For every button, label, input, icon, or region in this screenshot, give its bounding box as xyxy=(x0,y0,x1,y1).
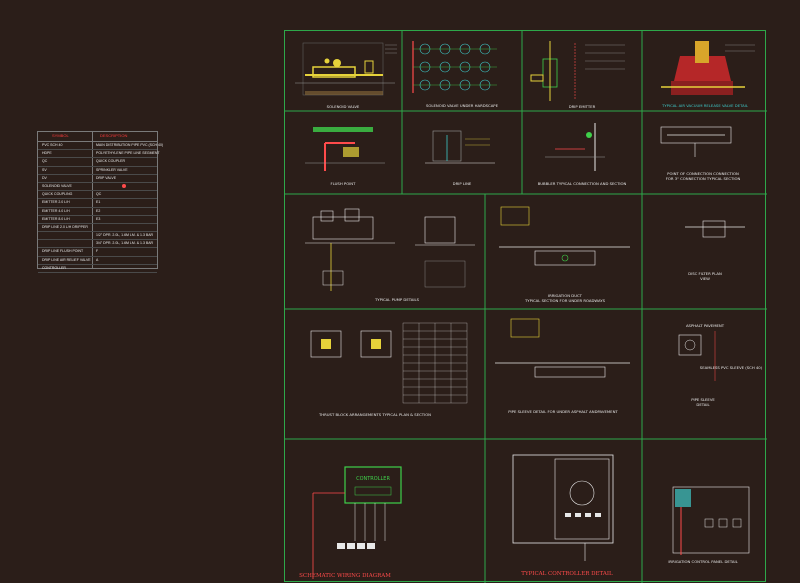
legend-symbol: QUICK COUPLING xyxy=(42,192,73,197)
bubbler-drawing xyxy=(545,123,605,171)
caption-pipe-sleeve-sub: DETAIL xyxy=(696,402,710,407)
legend-row: CONTROLLER xyxy=(38,265,157,273)
caption-solenoid-valve: SOLENOID VALVE xyxy=(326,104,360,109)
sleeve-label: SEAMLESS PVC SLEEVE (SCH 40) xyxy=(699,365,763,370)
drip-line-drawing xyxy=(425,130,495,164)
caption-thrust-block: THRUST BLOCK ARRANGEMENTS TYPICAL PLAN &… xyxy=(318,412,432,417)
solenoid-valve-icon xyxy=(122,183,126,188)
caption-poc-sub: FOR 3" CONNECTION TYPICAL SECTION xyxy=(665,176,741,181)
asphalt-label: ASPHALT PAVEMENT xyxy=(685,323,725,328)
caption-flush-point: FLUSH POINT xyxy=(330,181,356,186)
legend-description: F xyxy=(96,249,99,254)
legend-symbol: PVC SCH 40 xyxy=(42,143,63,147)
legend-row: EMITTER 2.0 L/H E1 xyxy=(38,199,157,208)
legend-description: E3 xyxy=(96,216,101,221)
legend-symbol: DRIP LINE AIR RELIEF VALVE xyxy=(42,257,91,262)
legend-row: QC QUICK COUPLER xyxy=(38,158,157,167)
air-release-valve-drawing xyxy=(661,41,755,95)
legend-divider xyxy=(92,132,93,268)
caption-pump: TYPICAL PUMP DETAILS xyxy=(374,297,420,302)
point-of-connection-drawing xyxy=(660,126,732,157)
caption-disc-filter-sub: VIEW xyxy=(700,276,710,281)
caption-disc-filter: DISC FILTER PLAN xyxy=(688,271,722,276)
caption-pipe-sleeve: PIPE SLEEVE xyxy=(691,397,715,402)
legend-description: 1/2" DPR. 2.0L, 1.6M LM. & 1.3 BAR xyxy=(96,233,154,238)
legend-description: POLYETHYLENE PIPE LINE SEGMENT xyxy=(96,151,160,156)
legend-row: 3/4" DPR. 2.0L, 1.6M LM. & 1.3 BAR xyxy=(38,240,157,249)
flush-point-drawing xyxy=(305,127,385,171)
irrigation-duct-drawing xyxy=(499,206,630,266)
legend-symbol: DRIP LINE FLUSH POINT xyxy=(42,249,84,254)
legend-description: E2 xyxy=(96,208,101,213)
legend-symbol: HDPE xyxy=(42,151,52,156)
legend-row: SV SPRINKLER VALVE xyxy=(38,167,157,175)
solenoid-valve-drawing xyxy=(295,42,397,96)
legend-symbol: SV xyxy=(42,167,47,172)
legend-description: SPRINKLER VALVE xyxy=(96,167,128,172)
thrust-block-drawing xyxy=(310,322,468,404)
detail-sheet: SOLENOID VALVE SOLENOID VALVE UNDER HARD… xyxy=(284,30,767,583)
sheet-grid xyxy=(285,31,767,583)
legend-description: 3/4" DPR. 2.0L, 1.6M LM. & 1.3 BAR xyxy=(96,241,154,246)
pump-details-drawing xyxy=(305,208,475,291)
legend-row: SOLENOID VALVE xyxy=(38,183,157,192)
legend-description: A xyxy=(96,257,99,262)
legend-row: QUICK COUPLING QC xyxy=(38,191,157,200)
caption-drip-line: DRIP LINE xyxy=(452,181,472,186)
caption-controller-detail: TYPICAL CONTROLLER DETAIL xyxy=(521,571,613,577)
drip-layout-drawing xyxy=(412,41,497,93)
legend-row: EMITTER 4.0 L/H E2 xyxy=(38,208,157,216)
controller-detail-drawing xyxy=(512,454,614,561)
caption-control-panel: IRRIGATION CONTROL PANEL DETAIL xyxy=(668,559,738,564)
legend-header-symbol: SYMBOL xyxy=(52,133,69,138)
legend-row: PVC SCH 40 MAIN DISTRIBUTION PIPE PVC (SC… xyxy=(38,142,163,151)
legend-row: DRIP LINE 2.0 L/H DRIPPER xyxy=(38,224,157,233)
legend-symbol: DRIP LINE 2.0 L/H DRIPPER xyxy=(42,224,88,229)
sheet-drawings xyxy=(285,31,767,583)
caption-air-release: TYPICAL AIR VACUUM RELEASE VALVE DETAIL xyxy=(662,103,748,108)
legend-symbol: EMITTER 2.0 L/H xyxy=(42,200,70,205)
legend-header: SYMBOL DESCRIPTION xyxy=(38,132,157,142)
legend-description: MAIN DISTRIBUTION PIPE PVC (SCH 40) xyxy=(96,143,164,147)
legend-symbol: EMITTER 4.0 L/H xyxy=(42,208,70,213)
legend-header-description: DESCRIPTION xyxy=(100,133,128,138)
caption-bubbler: BUBBLER TYPICAL CONNECTION AND SECTION xyxy=(537,181,627,186)
legend-row: HDPE POLYETHYLENE PIPE LINE SEGMENT xyxy=(38,150,160,159)
legend-symbol: SOLENOID VALVE xyxy=(42,183,72,188)
pipe-sleeve-asphalt-drawing xyxy=(495,318,630,378)
disc-filter-drawing xyxy=(685,220,745,238)
legend-symbol: DV xyxy=(42,175,47,180)
legend-description: DRIP VALVE xyxy=(96,175,117,180)
controller-label: CONTROLLER xyxy=(356,476,390,482)
caption-poc: POINT OF CONNECTION CONNECTION xyxy=(667,171,739,176)
caption-duct-sub: TYPICAL SECTION FOR UNDER ROADWAYS xyxy=(524,298,606,303)
legend-row: DRIP LINE AIR RELIEF VALVE A xyxy=(38,257,157,265)
caption-schematic-wiring: SCHEMATIC WIRING DIAGRAM xyxy=(299,573,391,579)
legend-row: EMITTER 8.0 L/H E3 xyxy=(38,216,157,224)
schematic-wiring-drawing xyxy=(312,466,402,579)
legend-symbol: QC xyxy=(42,159,48,164)
caption-drip-emitter: DRIP EMITTER xyxy=(568,104,596,109)
legend-row: DRIP LINE FLUSH POINT F xyxy=(38,248,157,257)
caption-pipe-sleeve-asphalt: PIPE SLEEVE DETAIL FOR UNDER ASPHALT AND… xyxy=(508,409,618,414)
legend-description: QC xyxy=(96,192,102,197)
caption-duct: IRRIGATION DUCT xyxy=(548,293,582,298)
legend-symbol: EMITTER 8.0 L/H xyxy=(42,216,70,221)
symbol-legend: SYMBOL DESCRIPTION PVC SCH 40 MAIN DISTRI… xyxy=(37,131,163,273)
legend-row: 1/2" DPR. 2.0L, 1.6M LM. & 1.3 BAR xyxy=(38,232,157,241)
pipe-sleeve-drawing xyxy=(678,331,716,381)
legend-description: QUICK COUPLER xyxy=(96,159,125,164)
legend-row: DV DRIP VALVE xyxy=(38,175,157,183)
control-panel-drawing xyxy=(672,486,750,555)
drip-emitter-drawing xyxy=(530,41,625,101)
legend-symbol: CONTROLLER xyxy=(42,265,66,270)
caption-solenoid-hardscape: SOLENOID VALVE UNDER HARDSCAPE xyxy=(426,103,498,108)
legend-description: E1 xyxy=(96,200,101,205)
